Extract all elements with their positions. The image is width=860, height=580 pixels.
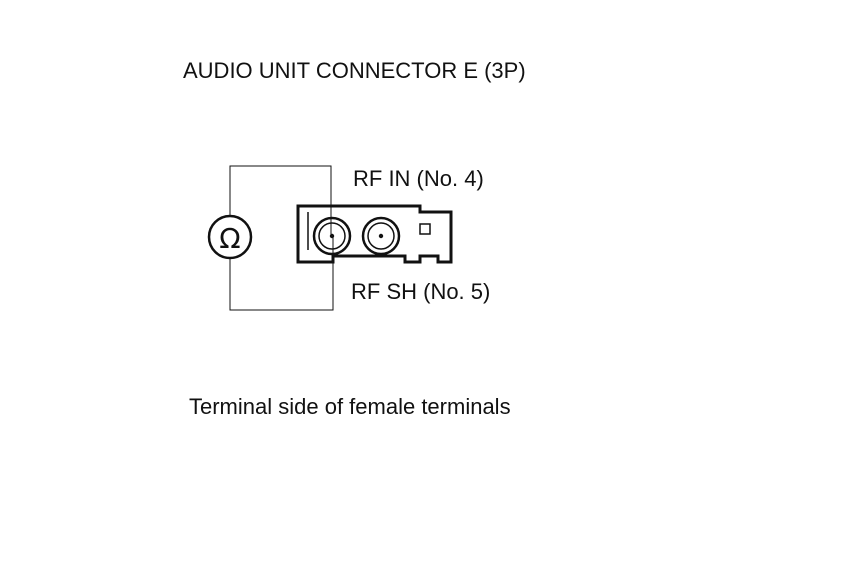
rf-sh-label: RF SH (No. 5) bbox=[351, 279, 491, 304]
terminal-rf-sh bbox=[361, 216, 401, 256]
rf-in-label: RF IN (No. 4) bbox=[353, 166, 484, 191]
test-lead-bottom bbox=[229, 246, 334, 311]
ohm-symbol: Ω bbox=[219, 222, 240, 255]
empty-cavity bbox=[419, 223, 431, 235]
ohmmeter-icon: Ω bbox=[207, 214, 253, 260]
diagram-title: AUDIO UNIT CONNECTOR E (3P) bbox=[183, 58, 526, 83]
caption: Terminal side of female terminals bbox=[189, 394, 511, 419]
terminal-rf-in bbox=[312, 216, 352, 256]
